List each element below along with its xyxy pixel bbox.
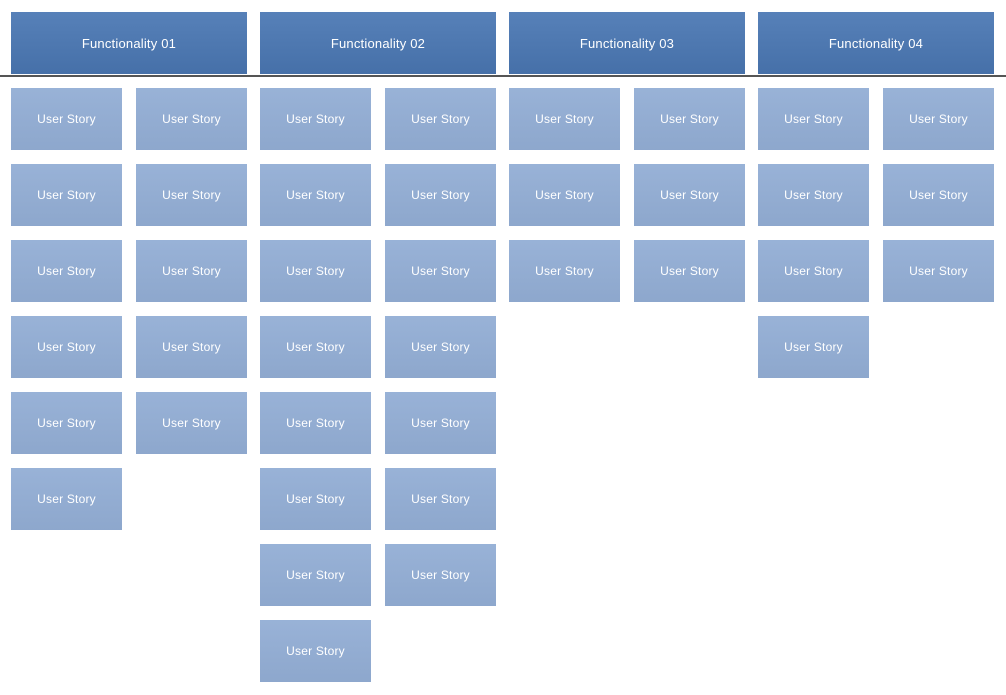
user-story-card: User Story [509,164,620,226]
user-story-card: User Story [634,240,745,302]
user-story-card: User Story [758,164,869,226]
user-story-card: User Story [883,88,994,150]
user-story-card: User Story [260,544,371,606]
user-story-card: User Story [260,468,371,530]
user-story-card: User Story [11,164,122,226]
user-story-card: User Story [136,316,247,378]
user-story-card: User Story [260,316,371,378]
user-story-card: User Story [11,240,122,302]
user-story-card: User Story [634,164,745,226]
user-story-card: User Story [260,620,371,682]
user-story-card: User Story [136,392,247,454]
user-story-card: User Story [385,164,496,226]
user-story-card: User Story [136,240,247,302]
user-story-card: User Story [883,164,994,226]
user-story-card: User Story [11,316,122,378]
user-story-card: User Story [509,88,620,150]
user-story-card: User Story [634,88,745,150]
user-story-card: User Story [385,468,496,530]
header-divider [0,75,1006,77]
user-story-card: User Story [260,240,371,302]
user-story-card: User Story [385,544,496,606]
functionality-header: Functionality 02 [260,12,496,74]
user-story-card: User Story [11,392,122,454]
user-story-card: User Story [758,316,869,378]
user-story-card: User Story [758,240,869,302]
user-story-card: User Story [385,240,496,302]
user-story-card: User Story [509,240,620,302]
user-story-card: User Story [11,88,122,150]
user-story-card: User Story [260,164,371,226]
user-story-card: User Story [260,88,371,150]
functionality-header: Functionality 03 [509,12,745,74]
functionality-header: Functionality 04 [758,12,994,74]
functionality-header: Functionality 01 [11,12,247,74]
user-story-card: User Story [385,392,496,454]
user-story-card: User Story [260,392,371,454]
user-story-card: User Story [385,316,496,378]
user-story-card: User Story [758,88,869,150]
user-story-card: User Story [136,88,247,150]
user-story-card: User Story [385,88,496,150]
user-story-card: User Story [136,164,247,226]
user-story-card: User Story [11,468,122,530]
user-story-card: User Story [883,240,994,302]
